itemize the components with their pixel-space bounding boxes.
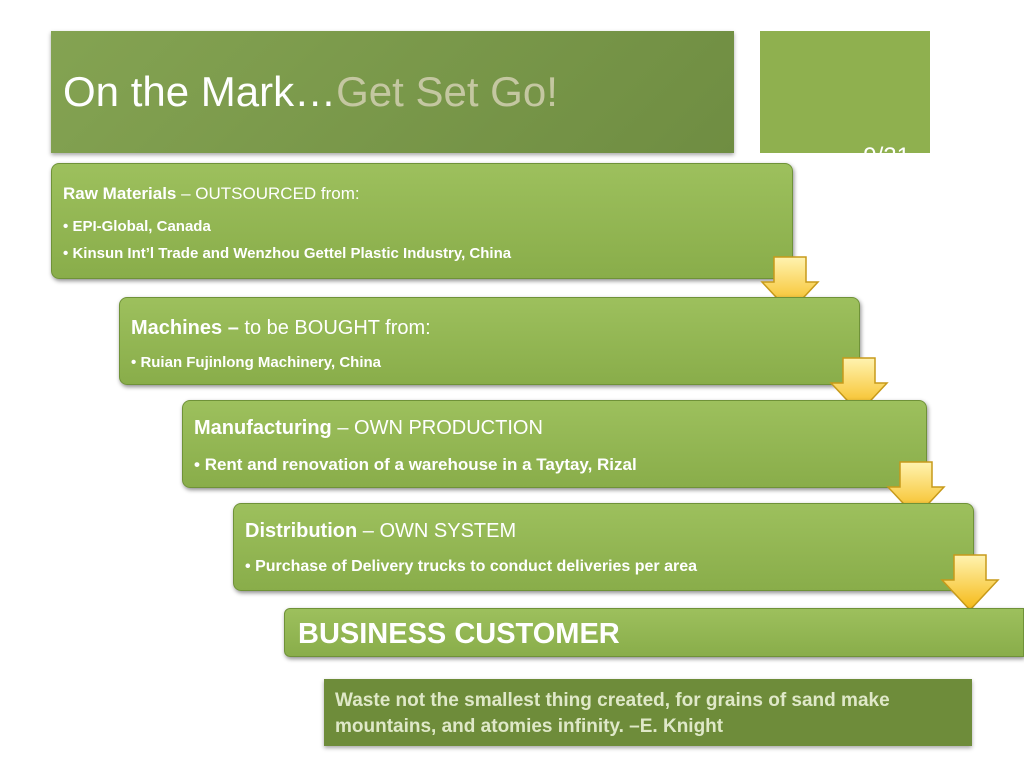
bullet-text: Ruian Fujinlong Machinery, China	[140, 354, 382, 371]
step-bullet: • Ruian Fujinlong Machinery, China	[131, 355, 381, 370]
bullet-text: EPI-Global, Canada	[72, 218, 211, 235]
step-bullet: • Purchase of Delivery trucks to conduct…	[245, 559, 697, 575]
down-arrow-icon	[886, 461, 946, 519]
bullet-symbol: •	[63, 245, 69, 262]
step-heading: Distribution – OWN SYSTEM	[245, 521, 516, 541]
step-manufacturing: Manufacturing – OWN PRODUCTION • Rent an…	[182, 400, 927, 488]
step-machines: Machines – to be BOUGHT from: • Ruian Fu…	[119, 297, 860, 385]
step-heading: Raw Materials – OUTSOURCED from:	[63, 185, 360, 202]
step-heading-rest: to be BOUGHT from:	[238, 317, 431, 339]
title-main: On the Mark…	[63, 68, 337, 115]
step-raw-materials: Raw Materials – OUTSOURCED from: • EPI-G…	[51, 163, 793, 279]
title-accent: Get Set Go!	[336, 68, 558, 115]
side-accent-block: 9/21	[760, 31, 930, 153]
business-customer-box: BUSINESS CUSTOMER	[284, 608, 1024, 657]
down-arrow-icon	[940, 554, 1000, 612]
step-heading-bold: Raw Materials	[63, 184, 177, 203]
quote-box: Waste not the smallest thing created, fo…	[324, 679, 972, 746]
step-heading-bold: Manufacturing	[194, 417, 332, 439]
bullet-symbol: •	[194, 455, 200, 474]
bullet-symbol: •	[63, 218, 69, 235]
step-heading-bold: Distribution	[245, 520, 358, 542]
business-customer-label: BUSINESS CUSTOMER	[298, 618, 620, 650]
slide-title: On the Mark…Get Set Go!	[63, 71, 558, 113]
page-number: 9/21	[863, 143, 910, 153]
title-bar: On the Mark…Get Set Go!	[51, 31, 734, 153]
step-heading: Manufacturing – OWN PRODUCTION	[194, 418, 543, 438]
bullet-text: Kinsun Int’l Trade and Wenzhou Gettel Pl…	[72, 245, 512, 262]
bullet-text: Rent and renovation of a warehouse in a …	[204, 455, 637, 474]
bullet-symbol: •	[245, 558, 251, 575]
step-heading-bold: Machines –	[131, 317, 239, 339]
step-heading-rest: – OUTSOURCED from:	[176, 184, 360, 203]
step-distribution: Distribution – OWN SYSTEM • Purchase of …	[233, 503, 974, 591]
step-heading-rest: – OWN PRODUCTION	[331, 417, 543, 439]
step-bullet: • Kinsun Int’l Trade and Wenzhou Gettel …	[63, 246, 511, 261]
step-heading-rest: – OWN SYSTEM	[357, 520, 517, 542]
bullet-symbol: •	[131, 354, 137, 371]
bullet-text: Purchase of Delivery trucks to conduct d…	[255, 558, 698, 575]
down-arrow-icon	[829, 357, 889, 415]
step-heading: Machines – to be BOUGHT from:	[131, 318, 431, 338]
step-bullet: • Rent and renovation of a warehouse in …	[194, 456, 637, 473]
step-bullet: • EPI-Global, Canada	[63, 219, 211, 234]
